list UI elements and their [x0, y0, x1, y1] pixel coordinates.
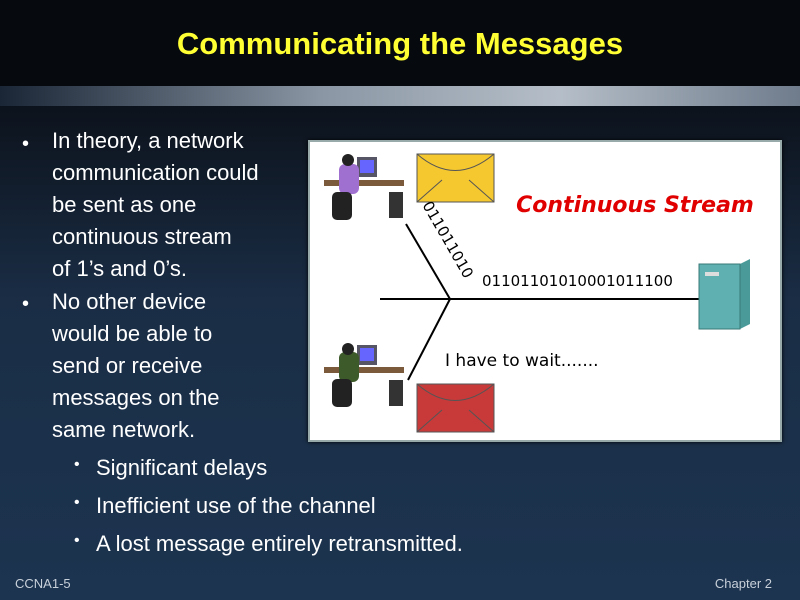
workstation-icon: [324, 343, 404, 407]
bullet-icon: •: [22, 293, 30, 315]
network-figure: Continuous Stream 01101101010001011100 0…: [308, 140, 782, 442]
bullet-line: communication could: [52, 160, 259, 185]
bullet-line: be sent as one: [52, 192, 197, 217]
bullet-line: No other device: [52, 289, 207, 314]
link-line: [405, 223, 451, 300]
wait-text: I have to wait.......: [445, 351, 599, 371]
sub-bullet-icon: •: [74, 456, 80, 473]
server-icon: [698, 259, 750, 330]
footer-left: CCNA1-5: [15, 576, 71, 591]
bullet-2: No other device would be able to send or…: [52, 286, 220, 446]
yellow-envelope-icon: [416, 153, 495, 203]
footer-right: Chapter 2: [714, 576, 772, 591]
bullet-line: would be able to: [52, 321, 213, 346]
red-envelope-icon: [416, 383, 495, 433]
title-bar: [0, 0, 800, 88]
diagonal-bits: 011011010: [419, 198, 478, 281]
bullet-line: same network.: [52, 417, 196, 442]
stream-bits: 01101101010001011100: [482, 272, 673, 290]
bullet-line: In theory, a network: [52, 128, 244, 153]
sub-bullet-3: A lost message entirely retransmitted.: [96, 531, 463, 556]
sub-bullet-icon: •: [74, 494, 80, 511]
sub-bullet-icon: •: [74, 532, 80, 549]
bullet-line: messages on the: [52, 385, 220, 410]
link-line: [407, 298, 451, 381]
slide-title: Communicating the Messages: [176, 26, 624, 61]
sub-bullet-1: Significant delays: [96, 455, 268, 480]
divider-band: [0, 86, 800, 106]
bullet-line: continuous stream: [52, 224, 232, 249]
figure-heading: Continuous Stream: [516, 193, 754, 218]
workstation-icon: [324, 154, 404, 220]
bullet-line: of 1’s and 0’s.: [52, 256, 187, 281]
bullet-1: In theory, a network communication could…: [52, 125, 259, 285]
bullet-icon: •: [22, 133, 30, 155]
bullet-line: send or receive: [52, 353, 203, 378]
sub-bullet-2: Inefficient use of the channel: [96, 493, 376, 518]
network-diagram: Continuous Stream 01101101010001011100 0…: [324, 153, 754, 433]
